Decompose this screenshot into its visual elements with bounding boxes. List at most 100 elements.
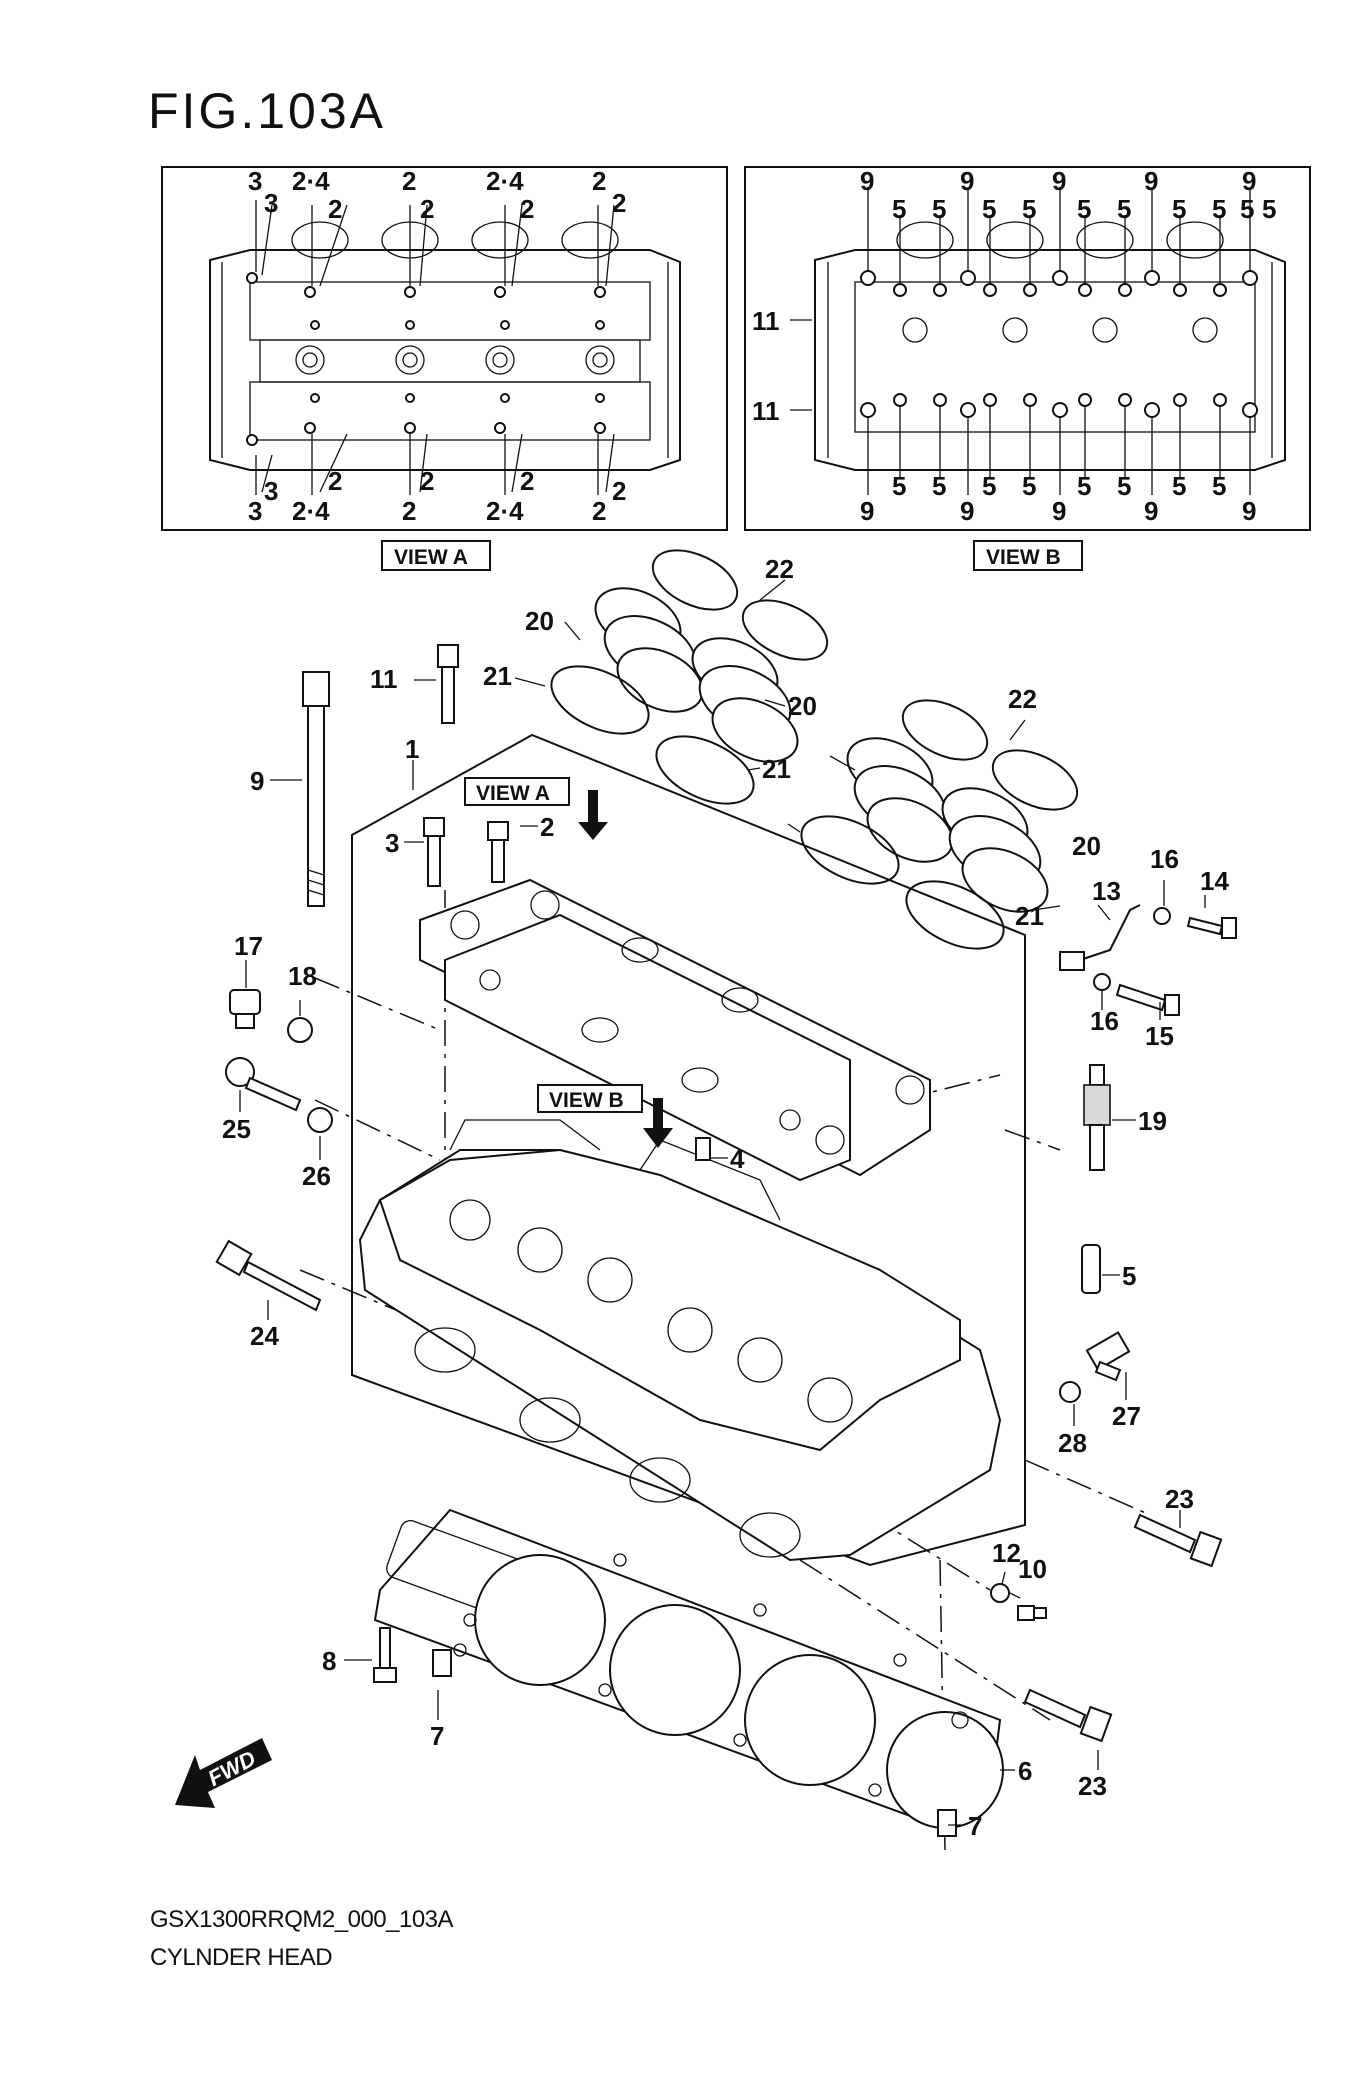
callout: 2 (520, 466, 534, 496)
bolt-14 (1186, 916, 1237, 939)
callout-5: 5 (1122, 1261, 1136, 1291)
washer-16-a (1153, 907, 1171, 925)
washer-26 (307, 1107, 333, 1133)
callout: 11 (752, 306, 780, 336)
bolt-3 (423, 817, 445, 887)
callout-11: 11 (370, 664, 398, 694)
callout-21-c: 21 (1015, 901, 1044, 931)
callout-28: 28 (1058, 1428, 1087, 1458)
callout-8: 8 (322, 1646, 336, 1676)
callout: 2 (420, 466, 434, 496)
view-b-frame (744, 166, 1311, 531)
callout-13: 13 (1092, 876, 1121, 906)
washer-28 (1059, 1381, 1081, 1403)
callout: 5 (932, 471, 946, 501)
view-a-indicator: VIEW A (464, 777, 608, 840)
view-b-cylinder-head-top (814, 221, 1286, 471)
callout-3: 3 (385, 828, 399, 858)
callout: 5 (1077, 194, 1091, 224)
view-a-cylinder-head-top (209, 221, 681, 471)
callout: 2·4 (486, 166, 524, 196)
sensor-27 (1085, 1331, 1131, 1382)
callout: 9 (1052, 166, 1066, 196)
callout-22-b: 22 (1008, 684, 1037, 714)
callout: 11 (752, 396, 780, 426)
callout: 5 (1172, 194, 1186, 224)
callout: 2 (328, 466, 342, 496)
callout-2: 2 (540, 812, 554, 842)
view-b-label: VIEW B (986, 546, 1061, 569)
bolt-15 (1115, 983, 1180, 1016)
view-b-side-callouts: 11 11 (752, 306, 780, 426)
callout: 5 (1172, 471, 1186, 501)
callout: 5 (1262, 194, 1276, 224)
callout: 2·4 (486, 496, 524, 526)
cylinder-head-gasket (373, 1508, 1004, 1829)
figure-code: GSX1300RRQM2_000_103A (150, 1906, 454, 1933)
bolt-25 (225, 1057, 302, 1112)
clamp-22-left (651, 549, 829, 661)
washer-18 (287, 1017, 313, 1043)
callout: 2 (402, 496, 416, 526)
callout: 3 (264, 476, 278, 506)
callout-20-c: 20 (1072, 831, 1101, 861)
callout: 5 (1077, 471, 1091, 501)
view-b-inset: 9 9 9 9 9 5 5 5 5 5 5 5 5 5 5 11 11 9 5 … (744, 166, 1311, 531)
figure-name: CYLNDER HEAD (150, 1944, 333, 1971)
clamp-22-right (901, 699, 1079, 811)
callout-23-b: 23 (1078, 1771, 1107, 1801)
callout: 5 (1117, 194, 1131, 224)
callout: 2 (592, 496, 606, 526)
view-b-bottom-callouts: 9 5 5 9 5 5 9 5 5 9 5 5 9 (860, 471, 1256, 526)
callout: 2 (420, 194, 434, 224)
view-a-indicator-label: VIEW A (476, 782, 550, 805)
view-a-top-callouts: 3 3 2·4 2 2 2 2·4 2 2 2 (248, 166, 626, 224)
callout-18: 18 (288, 961, 317, 991)
callout-25: 25 (222, 1114, 251, 1144)
bolt-24 (215, 1239, 322, 1312)
callout: 9 (960, 496, 974, 526)
callout: 2 (592, 166, 606, 196)
view-a-label: VIEW A (394, 546, 468, 569)
callout: 5 (1240, 194, 1254, 224)
intake-pipe-20-a (594, 587, 704, 713)
callout-20-a: 20 (525, 606, 554, 636)
view-b-top-callouts: 9 9 9 9 9 5 5 5 5 5 5 5 5 5 5 (860, 166, 1276, 224)
callout-26: 26 (302, 1161, 331, 1191)
bolt-23-lower (1023, 1688, 1113, 1743)
callout-15: 15 (1145, 1021, 1174, 1051)
intake-pipe-20-d (941, 787, 1049, 913)
main-callouts: 1 2 3 4 5 6 7 7 8 9 10 11 12 13 14 15 16… (222, 554, 1229, 1841)
callout: 5 (1022, 471, 1036, 501)
figure-title: FIG.103A (148, 83, 386, 139)
dowel-7-b (937, 1809, 957, 1837)
callout-14: 14 (1200, 866, 1229, 896)
callout-16-a: 16 (1150, 844, 1179, 874)
bolt-10 (1017, 1605, 1047, 1621)
callout: 5 (932, 194, 946, 224)
callout-19: 19 (1138, 1106, 1167, 1136)
spark-plug-19 (1083, 1064, 1111, 1171)
callout-6: 6 (1018, 1756, 1032, 1786)
callout: 5 (1022, 194, 1036, 224)
callout: 2 (612, 188, 626, 218)
bolt-2 (487, 821, 509, 883)
view-a-frame (161, 166, 728, 531)
callout-21-a: 21 (483, 661, 512, 691)
callout: 2 (402, 166, 416, 196)
callout-7-a: 7 (430, 1721, 444, 1751)
bolt-8 (373, 1627, 397, 1683)
callout: 5 (1212, 194, 1226, 224)
callout-23-a: 23 (1165, 1484, 1194, 1514)
callout-1: 1 (405, 734, 419, 764)
view-b-arrow-icon (643, 1098, 673, 1148)
callout-22-a: 22 (765, 554, 794, 584)
view-b-indicator-label: VIEW B (549, 1089, 624, 1112)
clamp-21-right (800, 815, 1005, 950)
callout-12: 12 (992, 1538, 1021, 1568)
view-a-bottom-callouts: 3 3 2·4 2 2 2 2·4 2 2 2 (248, 466, 626, 526)
clamp-21-left (550, 665, 755, 805)
view-a-leader-lines (255, 200, 615, 495)
callout-24: 24 (250, 1321, 279, 1351)
